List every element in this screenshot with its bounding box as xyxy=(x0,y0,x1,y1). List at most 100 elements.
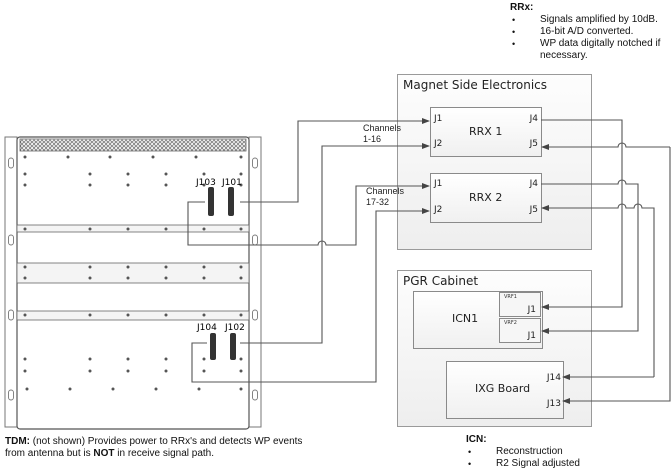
icn-note: ICN: Reconstruction R2 Signal adjusted xyxy=(466,434,666,470)
rrx1-label: RRX 1 xyxy=(469,125,503,138)
rrx1-port-j4: J4 xyxy=(529,114,538,124)
connector-label-j102: J102 xyxy=(224,323,245,333)
connector-label-j103: J103 xyxy=(195,178,216,188)
ixg-port-j13: J13 xyxy=(546,399,561,409)
cabinet-screw xyxy=(88,369,92,373)
cabinet-screw xyxy=(25,387,29,391)
icn1-box[interactable]: ICN1 VRF1 J1 VRF2 J1 xyxy=(413,291,543,349)
cabinet-left-rail xyxy=(4,136,18,428)
rrx-note-bullet: WP data digitally notched if necessary. xyxy=(510,38,672,62)
ixg-port-j14: J14 xyxy=(546,373,561,383)
cabinet-panel-rail xyxy=(16,310,250,321)
rrx-note-title: RRx: xyxy=(510,2,534,13)
cabinet-screw xyxy=(126,276,130,280)
cabinet-screw xyxy=(66,155,70,159)
rail-mount-slot xyxy=(8,157,14,169)
cable-j101-to-rrx1-j1 xyxy=(240,118,430,203)
cabinet-screw xyxy=(23,172,27,176)
cabinet-screw xyxy=(164,172,168,176)
ixg-board-box[interactable]: IXG Board J14 J13 xyxy=(446,361,564,419)
cable-j14-to-rrx2-j5 xyxy=(541,203,655,377)
rail-mount-slot xyxy=(8,309,14,321)
channels-label-line: Channels xyxy=(363,123,402,133)
cable-j102-to-rrx1-j2 xyxy=(240,143,430,344)
tdm-note: TDM: (not shown) Provides power to RRx's… xyxy=(5,436,305,460)
connector-j101[interactable] xyxy=(228,187,234,216)
rail-mount-slot xyxy=(252,309,258,321)
cabinet-screw xyxy=(202,227,206,231)
cabinet-screw xyxy=(154,387,158,391)
electronics-cabinet xyxy=(4,136,262,430)
cabinet-screw xyxy=(23,265,27,269)
cable-rrx1-j4-to-vrf1-j1 xyxy=(541,119,623,310)
rrx-note: RRx: Signals amplified by 10dB. 16-bit A… xyxy=(510,2,672,62)
cabinet-screw xyxy=(164,227,168,231)
rail-mount-slot xyxy=(8,389,14,401)
tdm-note-text: (not shown) Provides power to RRx's and … xyxy=(5,436,303,459)
rrx2-port-j4: J4 xyxy=(529,179,538,189)
cabinet-screw xyxy=(239,227,243,231)
rrx1-port-j1: J1 xyxy=(434,114,443,124)
pgr-cabinet-title: PGR Cabinet xyxy=(403,274,479,288)
rrx2-port-j1: J1 xyxy=(434,179,443,189)
icn-note-bullet: Reconstruction xyxy=(466,446,666,458)
cabinet-screw xyxy=(23,183,27,187)
cabinet-screw xyxy=(239,265,243,269)
cabinet-screw xyxy=(68,387,72,391)
cable-j13-to-rrx1-j5-end xyxy=(541,142,670,150)
cabinet-screw xyxy=(239,357,243,361)
cabinet-screw xyxy=(88,172,92,176)
rrx2-box[interactable]: J1 J2 J4 J5 RRX 2 xyxy=(430,173,542,223)
rrx1-box[interactable]: J1 J2 J4 J5 RRX 1 xyxy=(430,107,542,157)
vrf2-port-box[interactable]: VRF2 J1 xyxy=(499,318,541,343)
cabinet-screw xyxy=(239,369,243,373)
cabinet-screw xyxy=(88,227,92,231)
rrx1-port-j2: J2 xyxy=(434,139,443,149)
cabinet-screw xyxy=(164,369,168,373)
icn-note-title: ICN: xyxy=(466,434,487,445)
connector-j102[interactable] xyxy=(230,333,236,360)
tdm-note-emphasis: NOT xyxy=(93,448,115,459)
channels-range: 1-16 xyxy=(363,134,382,144)
rrx1-port-j5: J5 xyxy=(529,139,538,149)
connector-j104[interactable] xyxy=(210,333,216,360)
cabinet-screw xyxy=(202,276,206,280)
channels-17-32-label: Channels 17-32 xyxy=(366,186,404,208)
cabinet-screw xyxy=(202,172,206,176)
cabinet-screw xyxy=(88,313,92,317)
vrf1-port-j1: J1 xyxy=(527,305,536,315)
rrx-note-bullet: 16-bit A/D converted. xyxy=(510,26,672,38)
cabinet-screw xyxy=(202,369,206,373)
cable-j104-to-rrx2-j2 xyxy=(191,208,430,383)
cabinet-screw xyxy=(151,155,155,159)
channels-label-line: Channels xyxy=(366,186,405,196)
cabinet-screw xyxy=(126,357,130,361)
cabinet-screw xyxy=(23,313,27,317)
cabinet-screw xyxy=(111,387,115,391)
rrx2-port-j2: J2 xyxy=(434,205,443,215)
cabinet-screw xyxy=(239,276,243,280)
vrf1-name: VRF1 xyxy=(504,294,517,300)
ixg-board-label: IXG Board xyxy=(475,382,531,395)
cabinet-screw xyxy=(126,172,130,176)
cabinet-screw xyxy=(202,313,206,317)
connector-j103[interactable] xyxy=(208,187,214,216)
cabinet-screw xyxy=(23,227,27,231)
cabinet-screw xyxy=(23,357,27,361)
cabinet-screw xyxy=(164,313,168,317)
cabinet-screw xyxy=(23,276,27,280)
vrf1-port-box[interactable]: VRF1 J1 xyxy=(499,292,541,317)
cable-j103-to-rrx2-j1 xyxy=(187,183,430,246)
cabinet-screw xyxy=(108,155,112,159)
cabinet-screw xyxy=(164,357,168,361)
rrx-note-bullet: Signals amplified by 10dB. xyxy=(510,14,672,26)
vrf2-port-j1: J1 xyxy=(527,331,536,341)
cabinet-screw xyxy=(202,183,206,187)
rrx2-port-j5: J5 xyxy=(529,205,538,215)
cabinet-panel-rail xyxy=(16,224,250,233)
tdm-note-text: in receive signal path. xyxy=(114,448,215,459)
cabinet-screw xyxy=(126,369,130,373)
channels-1-16-label: Channels 1-16 xyxy=(363,123,401,145)
cabinet-screw xyxy=(23,369,27,373)
